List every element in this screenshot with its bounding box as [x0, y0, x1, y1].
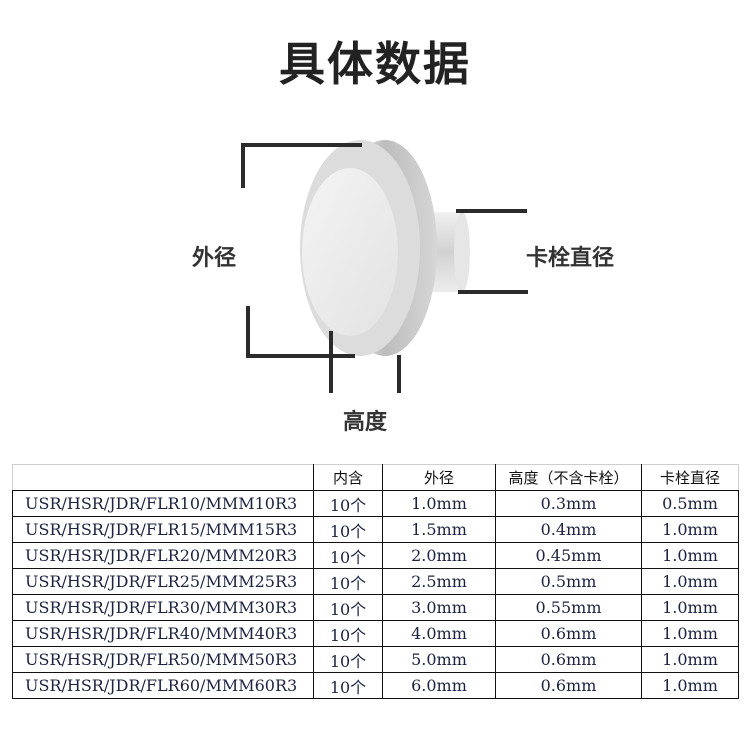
height-label: 高度: [343, 410, 388, 435]
header-pin-diameter: 卡栓直径: [641, 464, 739, 491]
table-row: USR/HSR/JDR/FLR30/MMM30R3 10个 3.0mm 0.55…: [12, 594, 739, 621]
cell-outer-diameter: 5.0mm: [382, 646, 496, 673]
cell-outer-diameter: 2.0mm: [382, 542, 496, 569]
cell-pin-diameter: 1.0mm: [641, 620, 739, 647]
cell-quantity: 10个: [313, 620, 383, 647]
cell-height: 0.5mm: [495, 568, 642, 595]
dimension-diagram: 外径 高度 卡栓直径: [192, 140, 615, 435]
table-row: USR/HSR/JDR/FLR10/MMM10R3 10个 1.0mm 0.3m…: [12, 490, 739, 517]
cell-model: USR/HSR/JDR/FLR20/MMM20R3: [12, 542, 314, 569]
cell-quantity: 10个: [313, 594, 383, 621]
table-row: USR/HSR/JDR/FLR15/MMM15R3 10个 1.5mm 0.4m…: [12, 516, 739, 543]
table-row: USR/HSR/JDR/FLR25/MMM25R3 10个 2.5mm 0.5m…: [12, 568, 739, 595]
cell-quantity: 10个: [313, 672, 383, 699]
header-height: 高度（不含卡栓）: [495, 464, 642, 491]
table-header-row: 内含 外径 高度（不含卡栓） 卡栓直径: [12, 464, 739, 491]
cell-outer-diameter: 2.5mm: [382, 568, 496, 595]
cell-model: USR/HSR/JDR/FLR25/MMM25R3: [12, 568, 314, 595]
cell-model: USR/HSR/JDR/FLR50/MMM50R3: [12, 646, 314, 673]
cell-height: 0.6mm: [495, 672, 642, 699]
cell-height: 0.3mm: [495, 490, 642, 517]
cell-pin-diameter: 1.0mm: [641, 542, 739, 569]
cell-quantity: 10个: [313, 516, 383, 543]
cell-model: USR/HSR/JDR/FLR40/MMM40R3: [12, 620, 314, 647]
cell-height: 0.55mm: [495, 594, 642, 621]
cell-quantity: 10个: [313, 542, 383, 569]
cell-model: USR/HSR/JDR/FLR60/MMM60R3: [12, 672, 314, 699]
cell-pin-diameter: 1.0mm: [641, 516, 739, 543]
cell-pin-diameter: 1.0mm: [641, 568, 739, 595]
cell-pin-diameter: 1.0mm: [641, 646, 739, 673]
cell-quantity: 10个: [313, 646, 383, 673]
cell-height: 0.4mm: [495, 516, 642, 543]
header-outer-diameter: 外径: [382, 464, 496, 491]
cell-outer-diameter: 4.0mm: [382, 620, 496, 647]
table-row: USR/HSR/JDR/FLR40/MMM40R3 10个 4.0mm 0.6m…: [12, 620, 739, 647]
cell-height: 0.6mm: [495, 620, 642, 647]
outer-diameter-label: 外径: [192, 246, 237, 271]
table-row: USR/HSR/JDR/FLR50/MMM50R3 10个 5.0mm 0.6m…: [12, 646, 739, 673]
cell-height: 0.45mm: [495, 542, 642, 569]
cell-model: USR/HSR/JDR/FLR10/MMM10R3: [12, 490, 314, 517]
cell-pin-diameter: 1.0mm: [641, 594, 739, 621]
table-row: USR/HSR/JDR/FLR60/MMM60R3 10个 6.0mm 0.6m…: [12, 672, 739, 699]
cell-model: USR/HSR/JDR/FLR15/MMM15R3: [12, 516, 314, 543]
table-row: USR/HSR/JDR/FLR20/MMM20R3 10个 2.0mm 0.45…: [12, 542, 739, 569]
cell-outer-diameter: 1.5mm: [382, 516, 496, 543]
spec-table: 内含 外径 高度（不含卡栓） 卡栓直径 USR/HSR/JDR/FLR10/MM…: [12, 464, 739, 699]
cell-model: USR/HSR/JDR/FLR30/MMM30R3: [12, 594, 314, 621]
header-quantity: 内含: [313, 464, 383, 491]
cell-outer-diameter: 3.0mm: [382, 594, 496, 621]
cell-pin-diameter: 0.5mm: [641, 490, 739, 517]
pin-diameter-label: 卡栓直径: [526, 246, 615, 271]
pin-illustration: [241, 140, 528, 393]
cell-height: 0.6mm: [495, 646, 642, 673]
page-title: 具体数据: [279, 37, 471, 91]
cell-quantity: 10个: [313, 490, 383, 517]
cell-outer-diameter: 6.0mm: [382, 672, 496, 699]
header-model: [12, 464, 314, 491]
cell-outer-diameter: 1.0mm: [382, 490, 496, 517]
cell-quantity: 10个: [313, 568, 383, 595]
cell-pin-diameter: 1.0mm: [641, 672, 739, 699]
